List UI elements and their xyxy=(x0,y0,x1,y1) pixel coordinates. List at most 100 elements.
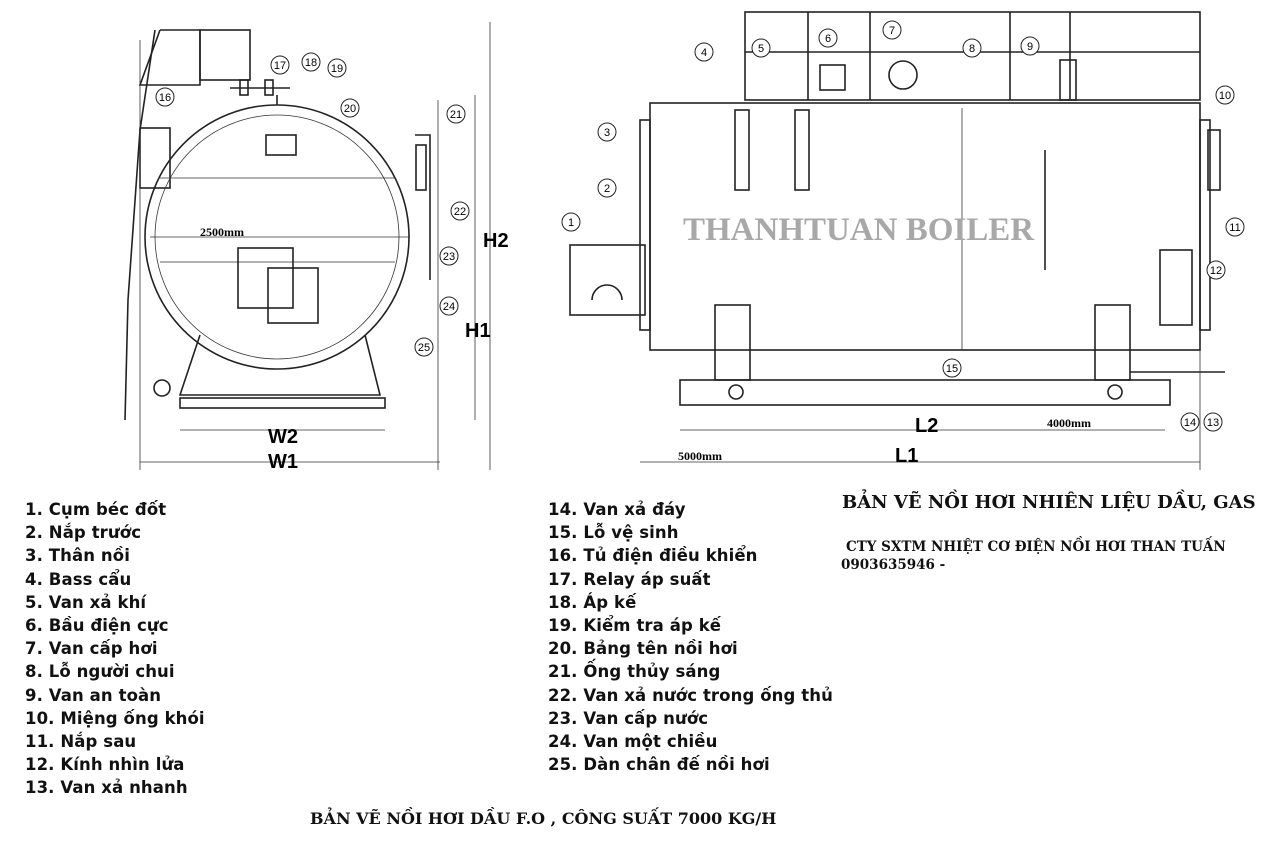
callout-20: 20 xyxy=(340,98,360,118)
callout-4: 4 xyxy=(694,42,714,62)
part-item: 14. Van xả đáy xyxy=(548,500,686,519)
callout-17: 17 xyxy=(270,55,290,75)
part-item: 3. Thân nồi xyxy=(25,546,130,566)
callout-14: 14 xyxy=(1180,412,1200,432)
part-item: 25. Dàn chân đế nồi hơi xyxy=(548,755,770,775)
callout-24: 24 xyxy=(439,296,459,316)
parts-list-left: 1. Cụm béc đốt 2. Nắp trước 3. Thân nồi 4. … xyxy=(25,498,205,800)
callout-number: 8 xyxy=(969,43,975,55)
callout-number: 2 xyxy=(604,183,610,195)
callout-number: 24 xyxy=(443,301,455,313)
callout-number: 1 xyxy=(568,217,574,229)
part-item: 13. Van xả nhanh xyxy=(25,778,188,798)
part-item: 24. Van một chiều xyxy=(548,732,718,752)
callout-number: 25 xyxy=(418,342,430,354)
parts-list-right: 14. Van xả đáy 15. Lỗ vệ sinh 16. Tủ điện … xyxy=(548,498,833,776)
callout-22: 22 xyxy=(450,201,470,221)
part-item: 15. Lỗ vệ sinh xyxy=(548,523,679,543)
callout-21: 21 xyxy=(446,104,466,124)
control-panel xyxy=(139,127,171,189)
callout-5: 5 xyxy=(751,38,771,58)
part-item: 17. Relay áp suất xyxy=(548,569,711,589)
w2-label: W2 xyxy=(268,426,298,448)
part-item: 7. Van cấp hơi xyxy=(25,639,158,659)
callout-number: 17 xyxy=(274,60,286,72)
part-item: 1. Cụm béc đốt xyxy=(25,500,167,519)
callout-number: 11 xyxy=(1229,222,1240,234)
callout-number: 4 xyxy=(701,47,707,59)
callout-number: 3 xyxy=(604,127,610,139)
callout-18: 18 xyxy=(301,52,321,72)
part-item: 22. Van xả nước trong ống thủ xyxy=(548,685,833,705)
name-plate xyxy=(265,134,297,156)
drawing-title: BẢN VẼ NỒI HƠI NHIÊN LIỆU DẦU, GAS xyxy=(842,492,1256,513)
h1-label: H1 xyxy=(465,320,491,342)
callout-number: 18 xyxy=(305,57,317,69)
part-item: 6. Bầu điện cực xyxy=(25,616,169,636)
callout-number: 15 xyxy=(946,363,958,375)
callout-1: 1 xyxy=(561,212,581,232)
part-item: 4. Bass cẩu xyxy=(25,569,132,589)
h2-label: H2 xyxy=(483,230,509,252)
callout-16: 16 xyxy=(155,87,175,107)
callout-13: 13 xyxy=(1203,412,1223,432)
top-frame xyxy=(744,11,1201,101)
l2-value: 4000mm xyxy=(1047,416,1091,430)
part-item: 19. Kiểm tra áp kế xyxy=(548,616,722,636)
part-item: 5. Van xả khí xyxy=(25,592,147,612)
diameter-label: 2500mm xyxy=(200,225,244,239)
cabinet-door xyxy=(199,29,251,81)
callout-7: 7 xyxy=(882,20,902,40)
company-name: CTY SXTM NHIỆT CƠ ĐIỆN NỒI HƠI THAN TUẤN xyxy=(846,539,1226,555)
control-cabinet xyxy=(138,29,201,86)
callout-number: 16 xyxy=(159,92,171,104)
callout-6: 6 xyxy=(818,28,838,48)
callout-number: 7 xyxy=(889,25,895,37)
callout-number: 6 xyxy=(825,33,831,45)
callout-number: 14 xyxy=(1184,417,1196,429)
base-rail xyxy=(679,379,1171,406)
phone-number: 0903635946 - xyxy=(841,557,946,573)
part-item: 21. Ống thủy sáng xyxy=(548,662,721,682)
watermark: THANHTUAN BOILER xyxy=(683,212,1035,248)
boiler-drawing: 2500mm H2 H1 W2 W1 THANHTUAN BOILER xyxy=(124,11,1245,473)
part-item: 12. Kính nhìn lửa xyxy=(25,755,185,775)
callout-23: 23 xyxy=(439,246,459,266)
callout-number: 12 xyxy=(1210,265,1222,277)
callout-number: 23 xyxy=(443,251,455,263)
callout-number: 5 xyxy=(758,43,764,55)
callout-9: 9 xyxy=(1020,36,1040,56)
part-item: 18. Áp kế xyxy=(548,592,637,612)
sight-glass xyxy=(1159,249,1193,326)
callout-19: 19 xyxy=(327,58,347,78)
part-item: 9. Van an toàn xyxy=(25,685,162,705)
callout-number: 9 xyxy=(1027,41,1033,53)
callout-12: 12 xyxy=(1206,260,1226,280)
l2-label: L2 xyxy=(915,415,938,437)
part-item: 16. Tủ điện điều khiển xyxy=(548,546,758,566)
callout-10: 10 xyxy=(1215,85,1235,105)
l1-label: L1 xyxy=(895,445,918,467)
part-item: 23. Van cấp nước xyxy=(548,708,709,728)
part-item: 11. Nắp sau xyxy=(25,732,137,752)
steam-valve xyxy=(888,60,918,90)
part-item: 10. Miệng ống khói xyxy=(25,708,205,728)
front-view: 2500mm H2 H1 W2 W1 xyxy=(124,22,509,473)
burner xyxy=(237,247,294,309)
callout-15: 15 xyxy=(942,358,962,378)
callout-25: 25 xyxy=(414,337,434,357)
callout-11: 11 xyxy=(1225,217,1245,237)
callout-2: 2 xyxy=(597,178,617,198)
callout-number: 20 xyxy=(344,103,356,115)
side-view: THANHTUAN BOILER L2 4000mm L1 5000mm xyxy=(569,11,1225,470)
callout-number: 10 xyxy=(1219,90,1231,102)
l1-value: 5000mm xyxy=(678,449,722,463)
part-item: 8. Lỗ người chui xyxy=(25,662,175,682)
safety-valve xyxy=(1059,59,1077,101)
bottom-title: BẢN VẼ NỒI HƠI DẦU F.O , CÔNG SUẤT 7000 … xyxy=(310,809,777,828)
callout-number: 13 xyxy=(1207,417,1219,429)
chimney-outlet xyxy=(1207,129,1221,191)
part-item: 20. Bảng tên nồi hơi xyxy=(548,639,738,659)
part-item: 2. Nắp trước xyxy=(25,523,142,543)
